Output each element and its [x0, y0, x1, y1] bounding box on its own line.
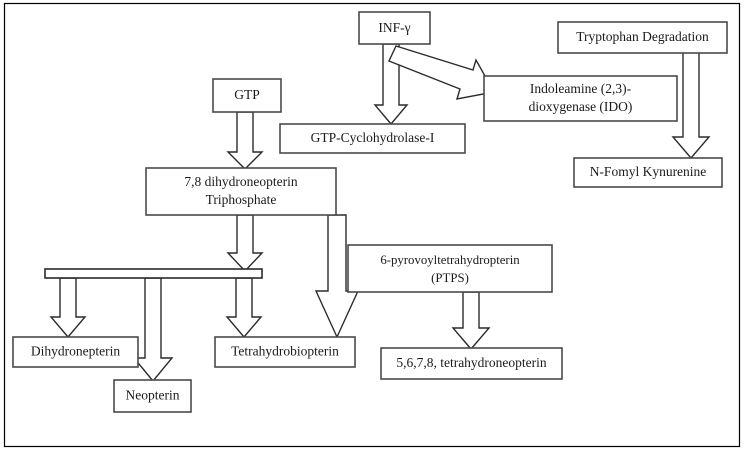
arrow-dihydroneopterin-to-bar [226, 214, 264, 273]
node-gtp-cyclohydrolase-i-label: GTP-Cyclohydrolase-I [311, 130, 435, 145]
node-ido-label-line2: dioxygenase (IDO) [529, 99, 633, 114]
node-tryptophan-degradation[interactable] [557, 21, 728, 54]
node-dihydroneopterin-triphosphate[interactable] [145, 167, 337, 216]
arrow-ptps-to-tetrahydroneopterin [451, 291, 491, 351]
arrow-bar-to-tetrahydrobiopterin [225, 277, 263, 339]
node-ptps-label-line2: (PTPS) [431, 271, 469, 285]
node-dihydroneopterin-triphosphate-label-line1: 7,8 dihydroneopterin [184, 174, 297, 189]
node-tryptophan-degradation-label: Tryptophan Degradation [576, 29, 709, 44]
arrow-gtp-to-dihydroneopterin [226, 111, 264, 170]
node-ido-label-line1: Indoleamine (2,3)- [530, 81, 632, 96]
node-neopterin[interactable] [113, 379, 192, 413]
node-n-fomyl-kynurenine[interactable] [573, 157, 723, 188]
node-gtp[interactable] [212, 78, 282, 113]
diagram-border [3, 2, 741, 448]
arrow-bar-to-neopterin [132, 277, 174, 383]
node-dihydronepterin[interactable] [12, 336, 139, 368]
node-inf-gamma[interactable] [358, 11, 431, 45]
distribution-bar [44, 268, 263, 279]
arrow-infgamma-to-ido [388, 45, 496, 100]
node-dihydroneopterin-triphosphate-label-line2: Triphosphate [206, 192, 277, 207]
arrow-tryptophan-to-nformyl [671, 51, 711, 160]
node-tetrahydrobiopterin-label: Tetrahydrobiopterin [231, 344, 339, 359]
arrow-dihydroneopterin-to-tetrahydrobiopterin [314, 214, 360, 339]
node-ptps[interactable] [347, 244, 553, 293]
node-neopterin-label: Neopterin [126, 388, 180, 403]
node-n-fomyl-kynurenine-label: N-Fomyl Kynurenine [590, 164, 707, 179]
node-ido[interactable] [483, 75, 678, 122]
node-tetrahydroneopterin-label: 5,6,7,8, tetrahydroneopterin [396, 355, 547, 370]
node-tetrahydrobiopterin[interactable] [214, 336, 356, 368]
node-dihydronepterin-label: Dihydronepterin [31, 344, 120, 359]
node-ptps-label-line1: 6-pyrovoyltetrahydropterin [380, 253, 520, 267]
node-inf-gamma-label: INF-γ [378, 20, 410, 35]
node-tetrahydroneopterin[interactable] [380, 347, 563, 380]
node-gtp-cyclohydrolase-i[interactable] [279, 123, 466, 154]
node-gtp-label: GTP [234, 87, 260, 102]
arrow-bar-to-dihydronepterin [49, 277, 87, 339]
